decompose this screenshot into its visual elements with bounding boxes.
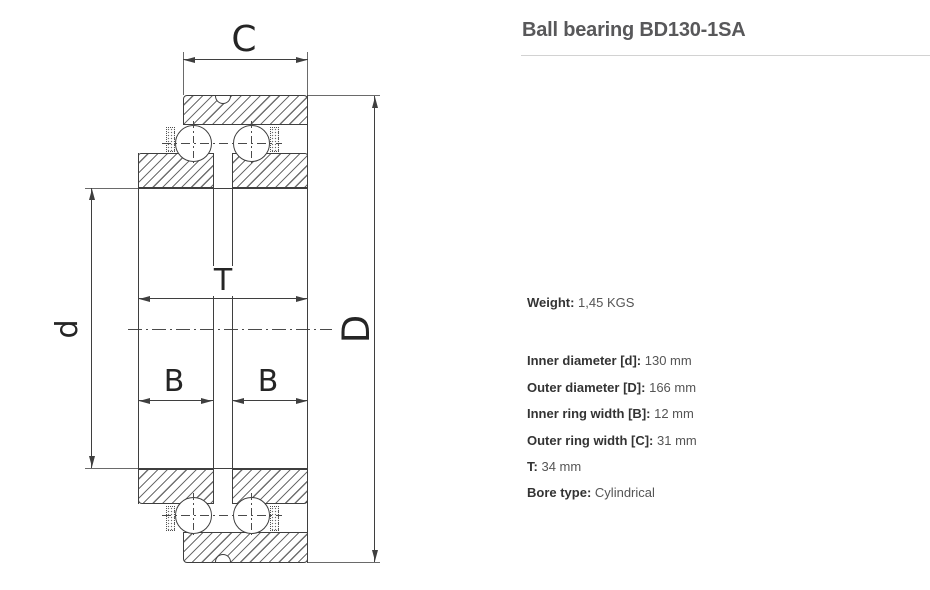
dim-B-left-line xyxy=(138,400,213,401)
spec-value: 12 mm xyxy=(654,406,694,422)
bearing-axis-centerline xyxy=(128,329,332,330)
inner-ring-left-face-line xyxy=(138,153,139,504)
dim-d-arrow-bottom xyxy=(88,456,95,467)
spec-value: 31 mm xyxy=(657,432,697,448)
ball-row-top-centerline xyxy=(162,143,282,144)
bore-top-line xyxy=(138,188,308,189)
spec-row-outer-ring-width: Outer ring width [C]: 31 mm xyxy=(527,428,917,454)
dim-D-ext-bottom xyxy=(308,562,380,563)
dim-B-right-line xyxy=(232,400,308,401)
cage-top-right xyxy=(270,127,279,152)
title-divider xyxy=(521,55,930,56)
spec-label: Bore type: xyxy=(527,485,592,501)
spec-group-gap xyxy=(527,316,917,348)
spec-label: Weight: xyxy=(527,295,575,310)
spec-value: Cylindrical xyxy=(594,485,655,501)
dim-label-d: d xyxy=(50,319,85,339)
bearing-diagram: C T B B d D xyxy=(50,19,380,563)
dim-D-arrow-bottom xyxy=(371,550,378,561)
dim-T-line xyxy=(138,298,308,299)
dim-label-B-right: B xyxy=(257,364,279,399)
dim-d-ext-bottom xyxy=(85,468,138,469)
dim-C-ext-left xyxy=(183,52,184,95)
spec-label: Outer diameter [D]: xyxy=(527,379,646,395)
spec-label: Inner ring width [B]: xyxy=(527,406,651,422)
dim-label-D: D xyxy=(335,314,378,344)
ball-bottom-left-axis xyxy=(193,493,194,538)
dim-B-right-arrow-right xyxy=(296,397,307,404)
spec-row-inner-ring-width: Inner ring width [B]: 12 mm xyxy=(527,401,917,427)
dim-d-line xyxy=(91,188,92,468)
spec-label: Outer ring width [C]: xyxy=(527,432,654,448)
dim-C-arrow-left xyxy=(184,56,195,63)
ball-top-right-axis xyxy=(251,121,252,166)
ball-bottom-right-axis xyxy=(251,493,252,538)
spec-value: 166 mm xyxy=(649,379,697,395)
ball-top-left-axis xyxy=(193,121,194,166)
cage-bottom-right xyxy=(270,506,279,531)
dim-T-arrow-left xyxy=(139,295,150,302)
bore-bottom-line xyxy=(138,468,308,469)
page-title: Ball bearing BD130-1SA xyxy=(522,19,746,41)
outer-ring-top xyxy=(183,95,308,125)
spec-row-T: T: 34 mm xyxy=(527,454,917,480)
spec-label: Inner diameter [d]: xyxy=(527,353,642,369)
dim-D-arrow-top xyxy=(371,97,378,108)
dim-label-C: C xyxy=(231,19,257,60)
spec-row-bore-type: Bore type: Cylindrical xyxy=(527,480,917,506)
spec-value: 1,45 KGS xyxy=(578,295,635,310)
spec-row-inner-diameter: Inner diameter [d]: 130 mm xyxy=(527,348,917,374)
dim-B-left-arrow-left xyxy=(139,397,150,404)
inner-ring-split-right-line xyxy=(232,153,233,504)
spec-label: T: xyxy=(527,459,538,475)
spec-value: 130 mm xyxy=(644,353,692,369)
dim-B-right-arrow-left xyxy=(233,397,244,404)
cage-top-left xyxy=(166,127,175,152)
dim-T-arrow-right xyxy=(296,295,307,302)
dim-d-ext-top xyxy=(85,188,138,189)
dim-C-line xyxy=(183,59,308,60)
spec-row-outer-diameter: Outer diameter [D]: 166 mm xyxy=(527,375,917,401)
outer-ring-bottom xyxy=(183,532,308,563)
spec-list: Weight: 1,45 KGS Inner diameter [d]: 130… xyxy=(527,290,917,507)
dim-D-ext-top xyxy=(308,95,380,96)
cage-bottom-left xyxy=(166,506,175,531)
spec-value: 34 mm xyxy=(541,459,582,475)
spec-row-weight: Weight: 1,45 KGS xyxy=(527,290,917,316)
dim-B-left-arrow-right xyxy=(201,397,212,404)
dim-label-B-left: B xyxy=(163,364,185,399)
dim-label-T: T xyxy=(208,266,238,296)
dim-C-ext-right xyxy=(307,52,308,95)
ball-row-bottom-centerline xyxy=(162,515,282,516)
right-face-line xyxy=(307,95,308,563)
dim-d-arrow-top xyxy=(88,189,95,200)
dim-D-line xyxy=(374,96,375,562)
dim-C-arrow-right xyxy=(296,56,307,63)
inner-ring-split-left-line xyxy=(213,153,214,504)
inner-ring-top-left xyxy=(138,153,214,188)
